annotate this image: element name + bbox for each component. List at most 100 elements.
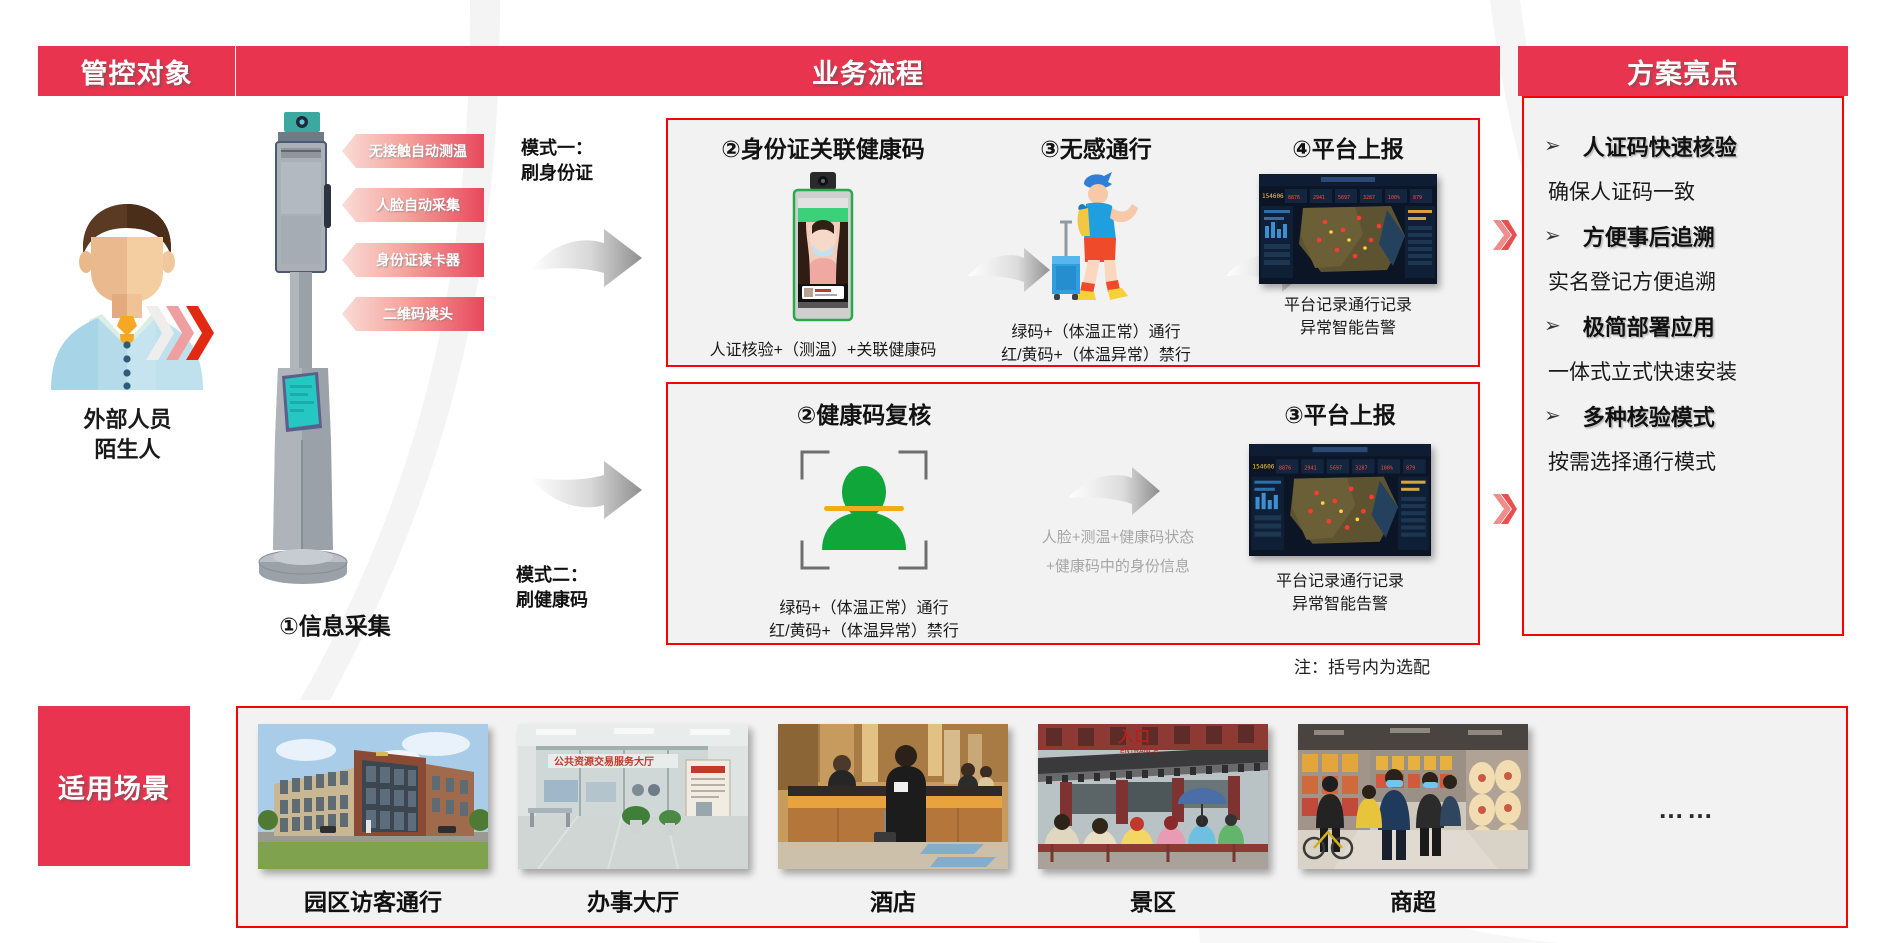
feature-tag-id-card-reader: 身份证读卡器 [342, 243, 484, 277]
highlight-chevrons-bottom [1493, 494, 1517, 524]
highlight-title-row-2: ➢ 极简部署应用 [1544, 310, 1826, 342]
flow2-arrow-note-line2: +健康码中的身份信息 [1046, 557, 1190, 575]
flow2-arrow-1 [1068, 467, 1160, 515]
feature-tag-3-label: 二维码读头 [383, 306, 453, 322]
svg-text:3287: 3287 [1355, 465, 1367, 471]
bullet-arrow-icon: ➢ [1544, 315, 1561, 337]
flow1-step2-caption-line2: 红/黄码+（体温异常）禁行 [1001, 347, 1191, 365]
mode-one-line2: 刷身份证 [521, 163, 593, 184]
highlight-title-1: 方便事后追溯 [1582, 225, 1715, 250]
svg-text:入口: 入口 [1118, 728, 1150, 746]
face-terminal-icon [792, 172, 854, 322]
flow2-step1-caption: 绿码+（体温正常）通行 红/黄码+（体温异常）禁行 [704, 597, 1024, 643]
scene-item-2: 酒店 [778, 724, 1008, 917]
feature-tag-face-capture: 人脸自动采集 [342, 188, 484, 222]
banner-subject-text: 管控对象 [80, 58, 193, 89]
scene-label-3: 景区 [1130, 889, 1176, 915]
scene-thumb-scenic-spot: 入口 ENTRANCE [1038, 724, 1268, 869]
scene-thumb-service-hall: 公共资源交易服务大厅 [518, 724, 748, 869]
flow1-step3-caption: 平台记录通行记录 异常智能告警 [1220, 294, 1476, 340]
svg-text:5697: 5697 [1338, 195, 1350, 201]
svg-text:5697: 5697 [1330, 465, 1342, 471]
flow2-step1-caption-line2: 红/黄码+（体温异常）禁行 [769, 623, 959, 641]
svg-text:8876: 8876 [1279, 465, 1291, 471]
feature-tag-1-label: 人脸自动采集 [376, 197, 460, 213]
scene-item-1: 公共资源交易服务大厅 [518, 724, 748, 917]
feature-tag-2-label: 身份证读卡器 [376, 252, 460, 268]
flow1-step1-caption: 人证核验+（测温）+关联健康码 [709, 342, 937, 359]
flow2-step1-caption-line1: 绿码+（体温正常）通行 [779, 600, 949, 617]
banner-highlight-text: 方案亮点 [1627, 58, 1739, 89]
highlight-item-1: ➢ 方便事后追溯 实名登记方便追溯 [1544, 220, 1826, 296]
scene-thumb-hotel [778, 724, 1008, 869]
svg-text:2941: 2941 [1304, 465, 1316, 471]
mode-two-line1: 模式二： [516, 565, 588, 585]
svg-text:154606: 154606 [1262, 193, 1284, 200]
person-flow-chevrons [146, 306, 214, 360]
highlight-title-row-0: ➢ 人证码快速核验 [1544, 130, 1826, 162]
flow2-step2-title: ③平台上报 [1284, 402, 1396, 428]
mode-two-label: 模式二： 刷健康码 [516, 563, 588, 613]
scene-label-2: 酒店 [870, 889, 916, 915]
scene-more-dots: …… [1658, 794, 1716, 824]
banner-subject: 管控对象 [38, 46, 235, 96]
subject-person-block: 外部人员 陌生人 [20, 190, 235, 464]
svg-text:ENTRANCE: ENTRANCE [1120, 748, 1159, 755]
flow1-step1-title: ②身份证关联健康码 [721, 136, 925, 162]
mode-two-line2: 刷健康码 [516, 590, 588, 611]
highlight-desc-1: 实名登记方便追溯 [1548, 271, 1716, 294]
banner-process: 业务流程 [236, 46, 1500, 96]
svg-text:100%: 100% [1381, 465, 1393, 471]
scene-thumb-supermarket [1298, 724, 1528, 869]
scene-item-4: 商超 [1298, 724, 1528, 917]
banner-scene-text: 适用场景 [58, 773, 170, 804]
highlight-item-0: ➢ 人证码快速核验 确保人证码一致 [1544, 130, 1826, 206]
svg-text:公共资源交易服务大厅: 公共资源交易服务大厅 [554, 755, 654, 768]
highlight-desc-0: 确保人证码一致 [1548, 181, 1695, 204]
svg-text:2941: 2941 [1313, 195, 1325, 201]
highlight-chevrons-top [1493, 220, 1517, 250]
scene-panel: 园区访客通行 公共资源交 [236, 706, 1848, 928]
flow2-step1-title: ②健康码复核 [796, 402, 932, 428]
flow1-step2-caption: 绿码+（体温正常）通行 红/黄码+（体温异常）禁行 [966, 321, 1226, 367]
hotel-front-desk-image [778, 724, 1008, 869]
banner-process-text: 业务流程 [812, 58, 924, 89]
face-scan-frame-icon [800, 450, 928, 570]
svg-text:3287: 3287 [1363, 195, 1375, 201]
flow2-step2-caption-line1: 平台记录通行记录 [1275, 573, 1404, 590]
kiosk-device-illustration [258, 112, 348, 584]
scene-label-0: 园区访客通行 [304, 889, 442, 915]
mode-one-label: 模式一： 刷身份证 [521, 136, 593, 186]
traveler-walking-icon [1052, 172, 1138, 300]
scenic-spot-entrance-image: 入口 ENTRANCE [1038, 724, 1268, 869]
bullet-arrow-icon: ➢ [1544, 405, 1561, 427]
flow1-step-id-health-code: ②身份证关联健康码 [678, 130, 968, 362]
kiosk-caption: ①信息采集 [279, 613, 391, 639]
flow1-step-touchless-pass: ③无感通行 [966, 130, 1226, 367]
highlight-title-3: 多种核验模式 [1582, 405, 1715, 430]
flow1-step3-title: ④平台上报 [1292, 136, 1404, 162]
flow-panel-mode-one: ②身份证关联健康码 [666, 118, 1480, 367]
flow1-step3-caption-line2: 异常智能告警 [1299, 320, 1396, 338]
banner-highlight: 方案亮点 [1518, 46, 1848, 96]
svg-text:100%: 100% [1388, 195, 1400, 201]
highlight-item-3: ➢ 多种核验模式 按需选择通行模式 [1544, 400, 1826, 476]
feature-tag-temperature: 无接触自动测温 [342, 134, 484, 168]
bullet-arrow-icon: ➢ [1544, 225, 1561, 247]
feature-tag-qr-reader: 二维码读头 [342, 297, 484, 331]
svg-text:154606: 154606 [1252, 463, 1274, 470]
highlight-title-row-1: ➢ 方便事后追溯 [1544, 220, 1826, 252]
flow2-arrow-note-line1: 人脸+测温+健康码状态 [1041, 529, 1195, 546]
svg-text:8876: 8876 [1288, 195, 1300, 201]
flow2-step2-caption: 平台记录通行记录 异常智能告警 [1216, 570, 1464, 616]
person-label-line1: 外部人员 [83, 407, 172, 432]
flow2-step-health-code-recheck: ②健康码复核 绿码+（体温正常）通行 红/黄码+（体温异常）禁行 [704, 396, 1024, 643]
supermarket-aisle-image [1298, 724, 1528, 869]
bullet-arrow-icon: ➢ [1544, 135, 1561, 157]
